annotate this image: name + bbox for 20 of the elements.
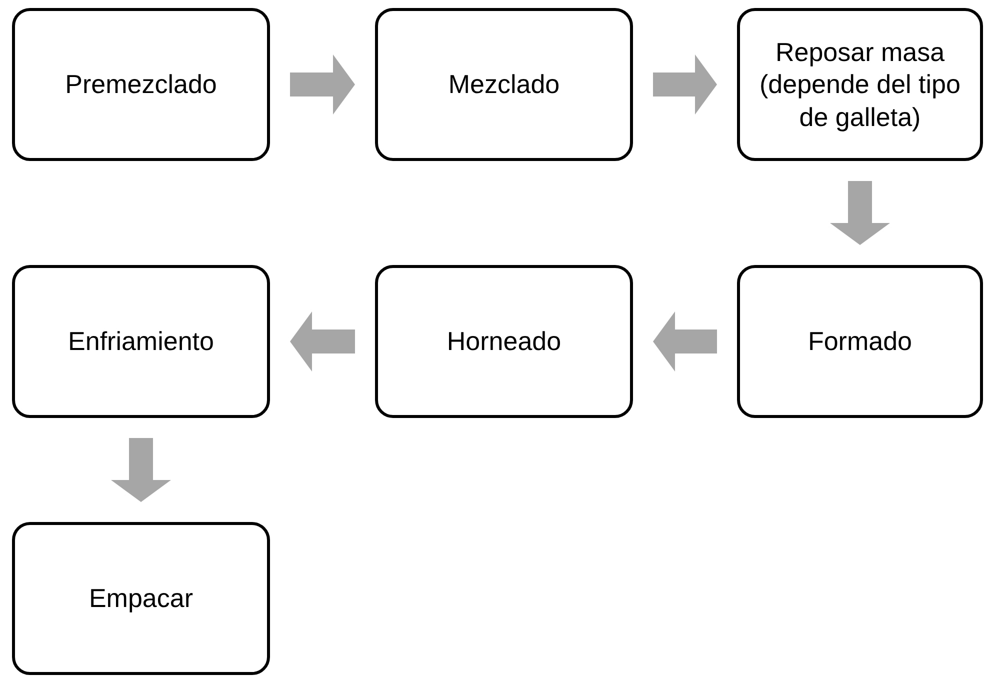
process-box xyxy=(375,265,633,418)
process-box xyxy=(12,8,270,161)
process-box xyxy=(12,522,270,675)
step-label: Premezclado xyxy=(65,68,217,101)
block-arrow xyxy=(290,54,355,114)
step-label: Enfriamiento xyxy=(68,325,214,358)
step-label: Formado xyxy=(808,325,912,358)
block-arrow xyxy=(111,438,171,502)
process-box xyxy=(737,8,983,161)
step-label: Horneado xyxy=(446,325,562,358)
block-arrow xyxy=(830,181,890,245)
process-box xyxy=(375,8,633,161)
step-label: Mezclado xyxy=(448,68,560,101)
block-arrow xyxy=(290,312,355,372)
step-label: Reposar masa (depende del tipo de galleta) xyxy=(758,36,962,134)
block-arrow xyxy=(653,54,717,114)
step-label: Empacar xyxy=(88,582,194,615)
process-box xyxy=(737,265,983,418)
block-arrow xyxy=(653,312,717,372)
process-box xyxy=(12,265,270,418)
